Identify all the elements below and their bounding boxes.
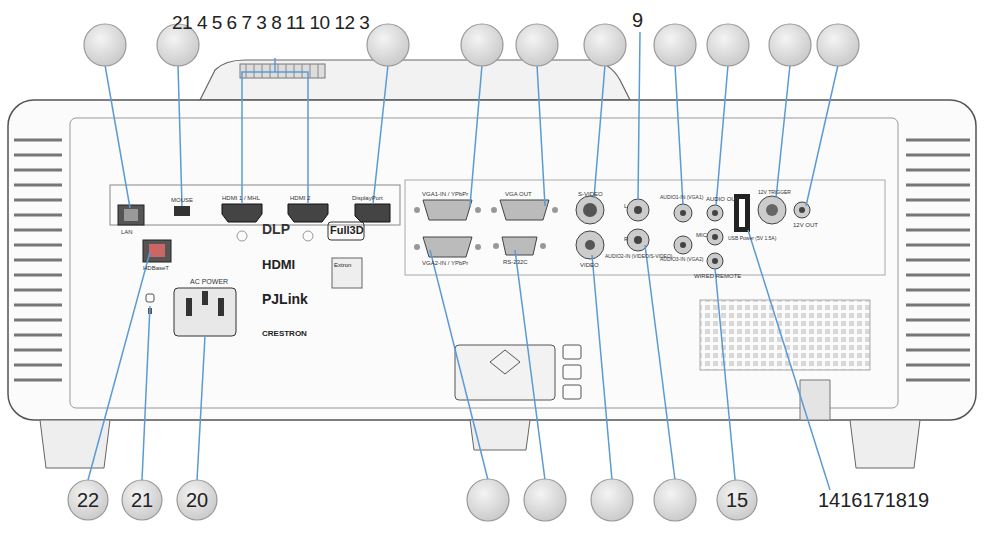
port-label: AUDIO3-IN (VGA2) [660, 257, 703, 262]
logo-text: PJLink [262, 292, 308, 306]
callout-number: 21 4 5 6 7 3 8 11 10 12 3 [172, 13, 369, 32]
callout-number: 22 [67, 479, 109, 521]
callout-circle: 15 [716, 479, 758, 521]
port-label: HDMI 2 [290, 195, 310, 201]
callout-number: 1416171819 [818, 490, 929, 510]
port-label: HDBaseT [143, 265, 169, 271]
port-label: MOUSE [171, 197, 193, 203]
port-label: MIC [696, 232, 707, 238]
callout-number: 9 [632, 10, 643, 30]
callout-circle: 21 [121, 479, 163, 521]
logo-text: DLP [262, 222, 290, 236]
port-label: VIDEO [580, 262, 599, 268]
port-label: VGA2-IN / YPbPr [422, 260, 468, 266]
logo-text: CRESTRON [262, 330, 307, 338]
port-label: 12V OUT [793, 222, 818, 228]
port-label: AC POWER [190, 278, 228, 285]
port-label: 12V TRIGGER [758, 190, 791, 195]
port-label: HDMI 1 / MHL [222, 195, 260, 201]
callout-number: 21 [121, 479, 163, 521]
callout-number: 15 [716, 479, 758, 521]
callout-number: 20 [176, 479, 218, 521]
port-label: S-VIDEO [578, 191, 603, 197]
port-label: LAN [121, 229, 133, 235]
port-label: DisplayPort [352, 195, 383, 201]
logo-text: Extron [334, 262, 351, 268]
callout-circle: 22 [67, 479, 109, 521]
logo-text: HDMI [262, 258, 295, 271]
port-label: WIRED REMOTE [694, 273, 741, 279]
port-label: AUDIO1-IN (VGA1) [660, 195, 703, 200]
port-label: R [624, 236, 628, 242]
port-label: VGA OUT [505, 191, 532, 197]
logo-text: Full3D [330, 225, 364, 236]
port-label: USB Power (5V 1.5A) [728, 236, 776, 241]
port-label: VGA1-IN / YPbPr [422, 191, 468, 197]
port-label: AUDIO OUT [706, 196, 739, 202]
callout-circle: 20 [176, 479, 218, 521]
port-label: RS-232C [503, 259, 528, 265]
port-label: L [624, 203, 627, 209]
